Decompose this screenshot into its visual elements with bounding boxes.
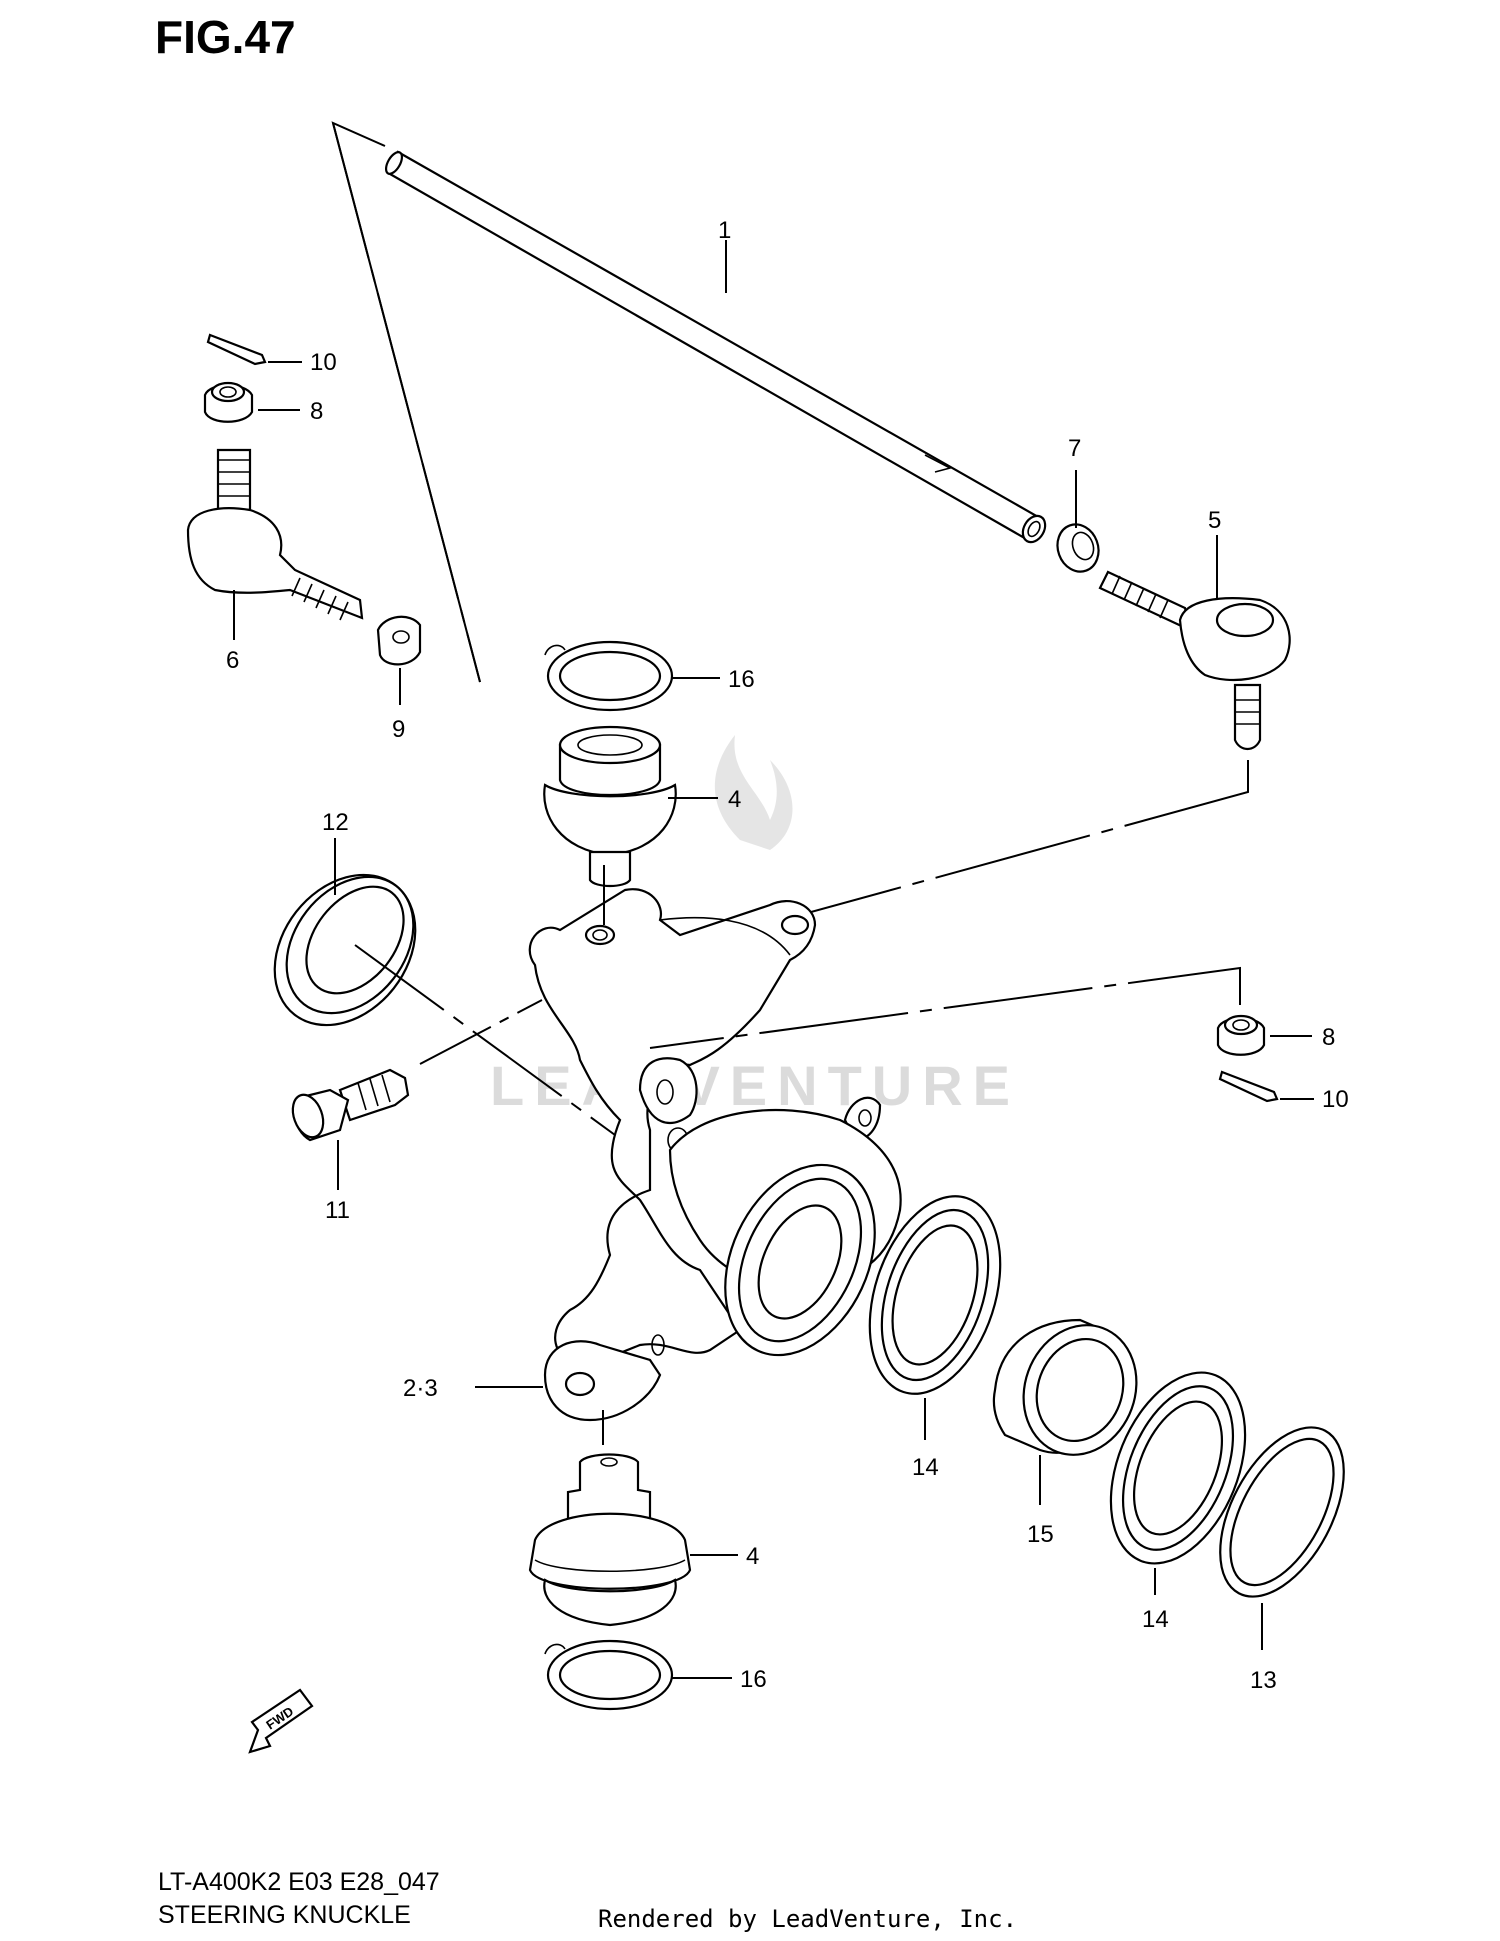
assembly-line <box>649 966 1241 1049</box>
castle-nut-right[interactable] <box>1216 1014 1266 1056</box>
callout-8-left: 8 <box>310 398 323 425</box>
section-name: STEERING KNUCKLE <box>158 1901 411 1929</box>
circlip-lower[interactable] <box>544 1639 674 1711</box>
callout-5: 5 <box>1208 507 1221 534</box>
callout-8-right: 8 <box>1322 1024 1335 1051</box>
forward-direction-arrow: FWD <box>248 1688 314 1754</box>
callout-2-3: 2·3 <box>403 1375 438 1402</box>
callout-15: 15 <box>1027 1521 1054 1548</box>
assembly-line <box>419 999 543 1065</box>
assembly-line <box>354 944 616 1136</box>
callout-11: 11 <box>325 1197 350 1224</box>
render-credit: Rendered by LeadVenture, Inc. <box>598 1905 1018 1933</box>
steering-knuckle[interactable] <box>528 888 904 1422</box>
seal-outer[interactable] <box>1195 1407 1370 1616</box>
callout-14-outer: 14 <box>1142 1606 1169 1633</box>
callout-16-upper: 16 <box>728 666 755 693</box>
lock-nut-right[interactable] <box>1051 519 1105 578</box>
tie-rod-end-right[interactable] <box>1098 570 1291 751</box>
bolt[interactable] <box>287 1068 410 1142</box>
tie-rod[interactable] <box>383 150 1050 547</box>
bearing-outer[interactable] <box>1085 1353 1271 1583</box>
lock-nut-left[interactable] <box>376 615 422 666</box>
callout-7: 7 <box>1068 435 1081 462</box>
callout-9: 9 <box>392 716 405 743</box>
callout-12: 12 <box>322 809 349 836</box>
ball-joint-lower[interactable] <box>528 1453 692 1627</box>
seal-left[interactable] <box>246 847 445 1053</box>
tie-rod-end-left[interactable] <box>186 448 364 621</box>
callout-4-upper: 4 <box>728 786 741 813</box>
cotter-pin-right[interactable] <box>1218 1070 1279 1103</box>
callout-14-inner: 14 <box>912 1454 939 1481</box>
spacer[interactable] <box>992 1309 1154 1471</box>
watermark-text: LEADVENTURE <box>490 1054 1020 1117</box>
callout-10-right: 10 <box>1322 1086 1349 1113</box>
bearing-inner[interactable] <box>846 1179 1023 1410</box>
ball-joint-upper[interactable] <box>543 725 677 888</box>
castle-nut-left[interactable] <box>203 381 254 423</box>
cotter-pin-left[interactable] <box>206 333 267 366</box>
callout-1: 1 <box>718 217 731 244</box>
assembly-line <box>799 760 1249 945</box>
callout-13: 13 <box>1250 1667 1277 1694</box>
callout-4-lower: 4 <box>746 1543 759 1570</box>
callout-6: 6 <box>226 647 239 674</box>
figure-title: FIG.47 <box>155 11 296 63</box>
callout-10-left: 10 <box>310 349 337 376</box>
circlip-upper[interactable] <box>544 640 674 712</box>
assembly-bracket-line <box>332 122 481 683</box>
model-code: LT-A400K2 E03 E28_047 <box>158 1868 440 1896</box>
callout-16-lower: 16 <box>740 1666 767 1693</box>
